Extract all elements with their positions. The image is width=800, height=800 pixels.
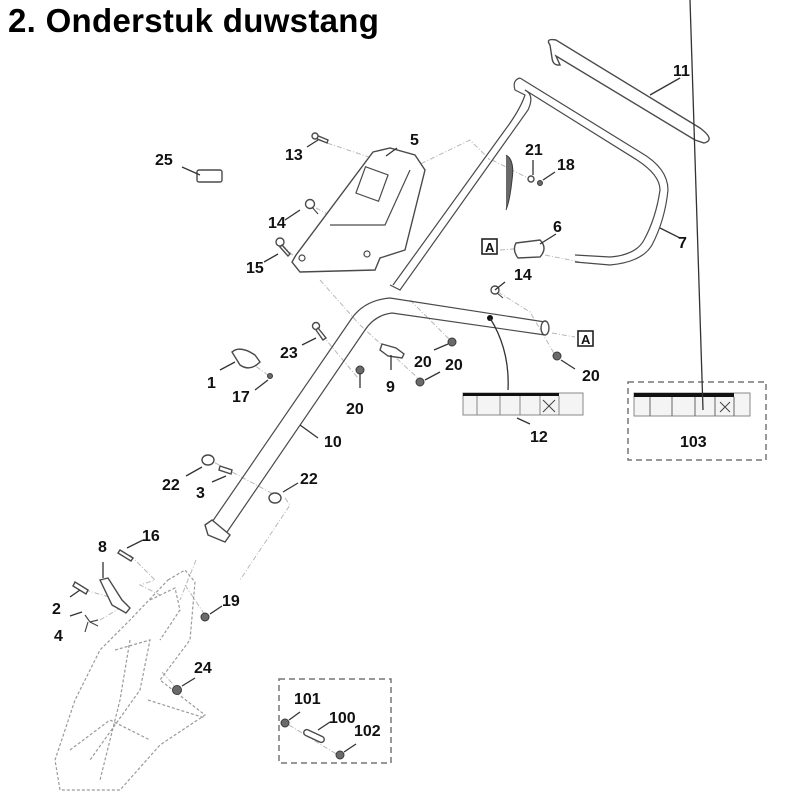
reference-marker-label: A xyxy=(581,332,591,347)
callout-23[interactable]: 23 xyxy=(280,345,298,362)
callout-100[interactable]: 100 xyxy=(329,710,356,727)
callout-15[interactable]: 15 xyxy=(246,260,264,277)
grip-part xyxy=(547,38,710,144)
callout-10[interactable]: 10 xyxy=(324,434,342,451)
callout-14-handle[interactable]: 14 xyxy=(514,267,532,284)
assembly-lines xyxy=(84,139,581,691)
callout-21[interactable]: 21 xyxy=(525,142,543,159)
callout-7[interactable]: 7 xyxy=(678,235,687,252)
lower-handle-part xyxy=(204,297,550,543)
callout-22-b[interactable]: 22 xyxy=(300,471,318,488)
decal-kit-103-box xyxy=(627,381,767,461)
callout-1[interactable]: 1 xyxy=(207,375,216,392)
callout-18[interactable]: 18 xyxy=(557,157,575,174)
callout-102[interactable]: 102 xyxy=(354,723,381,740)
callout-22-a[interactable]: 22 xyxy=(162,477,180,494)
callout-4[interactable]: 4 xyxy=(54,628,63,645)
callout-labels: 11 13 5 25 21 18 14 15 6 7 14 23 1 17 20… xyxy=(52,63,707,740)
callout-20-d[interactable]: 20 xyxy=(582,368,600,385)
callout-16[interactable]: 16 xyxy=(142,528,160,545)
leader-lines xyxy=(69,0,704,753)
callout-25[interactable]: 25 xyxy=(155,152,173,169)
callout-20-a[interactable]: 20 xyxy=(346,401,364,418)
callout-9[interactable]: 9 xyxy=(386,379,395,396)
chassis-ghost-outline xyxy=(54,569,207,791)
callout-103[interactable]: 103 xyxy=(680,434,707,451)
label-25-part xyxy=(196,169,223,183)
hardware-parts xyxy=(72,132,562,695)
callout-8[interactable]: 8 xyxy=(98,539,107,556)
callout-101[interactable]: 101 xyxy=(294,691,321,708)
callout-13[interactable]: 13 xyxy=(285,147,303,164)
reference-marker-label: A xyxy=(485,240,495,255)
callout-5[interactable]: 5 xyxy=(410,132,419,149)
reference-marker-a-1: A xyxy=(481,238,498,255)
page-title: 2. Onderstuk duwstang xyxy=(8,2,380,39)
cover-plate-part xyxy=(291,147,426,273)
callout-17[interactable]: 17 xyxy=(232,389,250,406)
callout-20-b[interactable]: 20 xyxy=(414,354,432,371)
callout-19[interactable]: 19 xyxy=(222,593,240,610)
callout-2[interactable]: 2 xyxy=(52,601,61,618)
upper-handle-part xyxy=(389,77,669,291)
callout-24[interactable]: 24 xyxy=(194,660,212,677)
callout-14-cover[interactable]: 14 xyxy=(268,215,286,232)
callout-3[interactable]: 3 xyxy=(196,485,205,502)
hardware-kit-box xyxy=(278,678,392,764)
reference-marker-a-2: A xyxy=(577,330,594,347)
callout-11[interactable]: 11 xyxy=(673,63,690,80)
callout-6[interactable]: 6 xyxy=(553,219,562,236)
callout-20-c[interactable]: 20 xyxy=(445,357,463,374)
callout-12[interactable]: 12 xyxy=(530,429,548,446)
decal-12-part xyxy=(462,392,584,416)
